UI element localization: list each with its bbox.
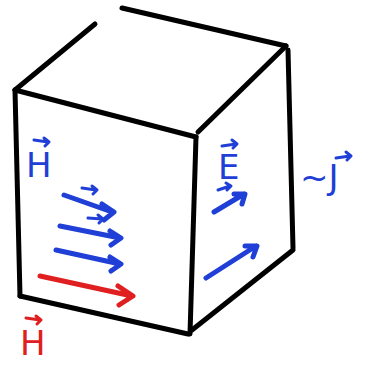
field-label: H <box>20 326 46 360</box>
field-label: E <box>218 150 239 184</box>
field-label: H <box>26 148 52 182</box>
current-label: ~J <box>300 160 339 194</box>
